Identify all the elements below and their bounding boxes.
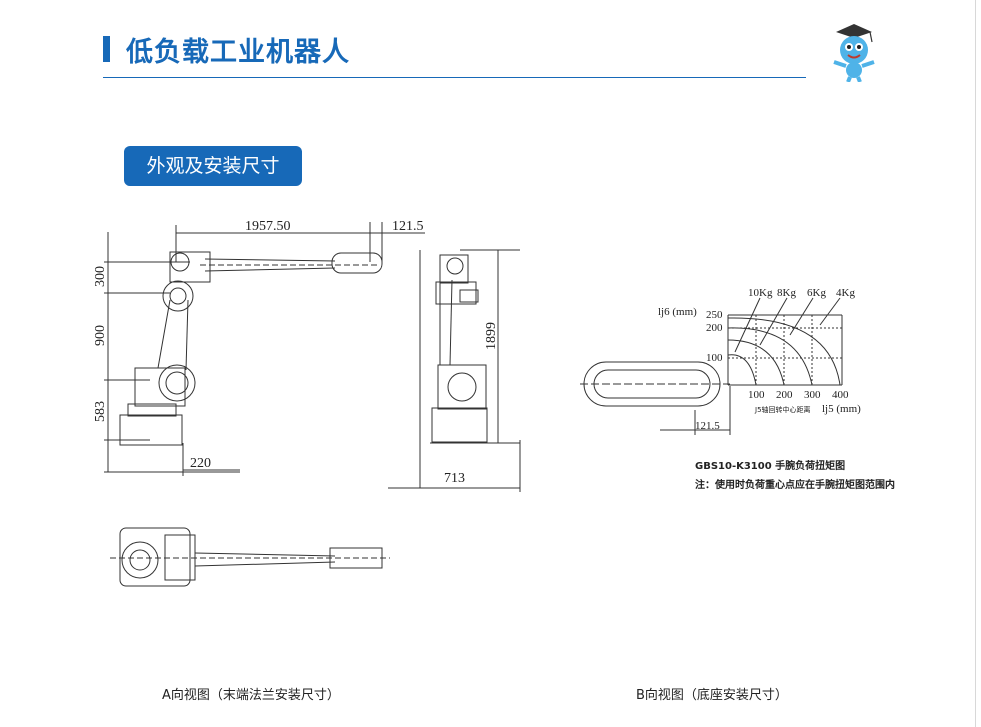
chart-x-sub-label: J5轴回转中心距离 [754,405,811,414]
dim-height: 1899 [484,322,499,350]
torque-chart-graphic [580,297,843,435]
dim-reach: 1957.50 [245,219,291,234]
x-tick-200: 200 [776,389,793,401]
side-view-robot [104,222,425,476]
x-tick-300: 300 [804,389,821,401]
page-title: 低负载工业机器人 [126,37,350,68]
caption-view-a: A向视图（末端法兰安装尺寸） [162,688,340,703]
chart-caption: GBS10-K3100 手腕负荷扭矩图 [695,461,846,472]
front-view-robot [388,249,521,492]
title-accent-bar [103,36,110,62]
load-8kg: 8Kg [777,287,796,299]
dim-583: 583 [93,401,108,422]
dim-width: 713 [444,471,465,486]
dim-flange-chart: 121.5 [695,420,720,432]
caption-view-b: B向视图（底座安装尺寸） [636,688,788,703]
chart-note: 注：使用时负荷重心点应在手腕扭矩图范围内 [695,480,895,491]
dim-900: 900 [93,325,108,346]
x-tick-100: 100 [748,389,765,401]
y-tick-200: 200 [706,322,723,334]
load-10kg: 10Kg [748,287,773,299]
page-edge-rule [975,0,976,727]
dim-flange-side: 121.5 [392,219,424,234]
y-tick-100: 100 [706,352,723,364]
chart-x-label: lj5 (mm) [822,403,861,415]
dim-220: 220 [190,456,211,471]
mascot-logo [833,24,875,82]
load-4kg: 4Kg [836,287,855,299]
dim-300: 300 [93,266,108,287]
y-tick-250: 250 [706,309,723,321]
title-underline [103,77,806,78]
top-view-robot [110,527,390,587]
section-heading: 外观及安装尺寸 [124,146,302,186]
chart-y-label: lj6 (mm) [658,306,697,318]
x-tick-400: 400 [832,389,849,401]
load-6kg: 6Kg [807,287,826,299]
